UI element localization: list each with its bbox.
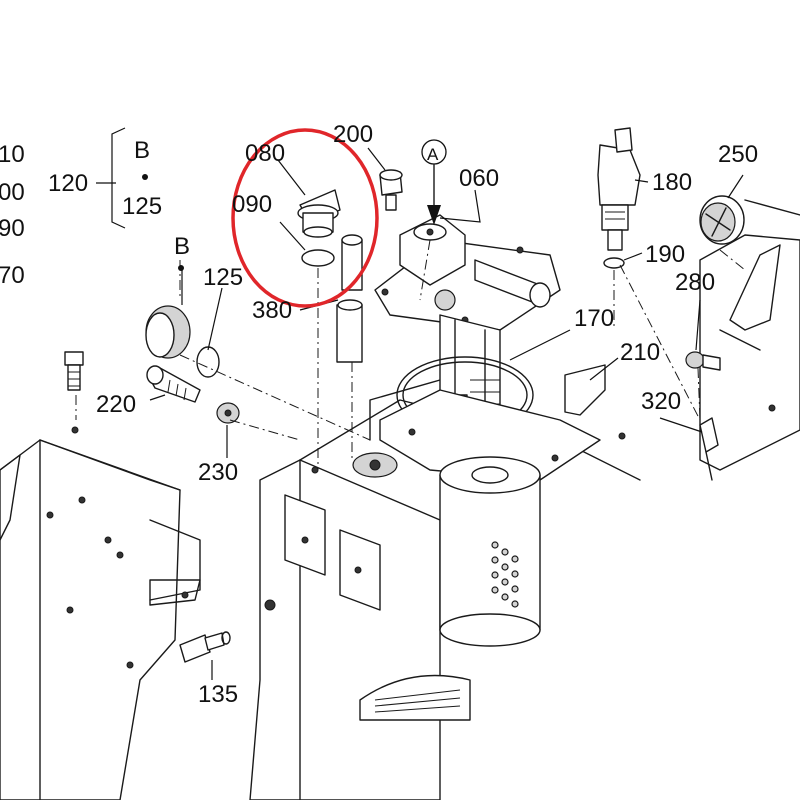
filter-element — [439, 456, 541, 647]
plug-B-dot — [178, 265, 184, 271]
o-ring-125 — [196, 346, 220, 378]
callout-090-left: 90 — [0, 215, 25, 242]
bolt-200 — [379, 169, 403, 211]
bracket-210 — [564, 364, 606, 416]
callout-060: 060 — [459, 165, 499, 192]
highlight-circle — [231, 128, 379, 308]
bracket-dot — [142, 174, 148, 180]
callout-B-bracket: B — [134, 137, 150, 164]
callout-280: 280 — [675, 269, 715, 296]
callout-220: 220 — [96, 391, 136, 418]
callout-000: 00 — [0, 179, 25, 206]
callout-120: 120 — [48, 170, 88, 197]
tank-base-plate — [352, 389, 626, 481]
callout-010: 10 — [0, 141, 25, 168]
callout-135: 135 — [198, 681, 238, 708]
cap-080 — [297, 189, 341, 238]
callout-B-part: B — [174, 233, 190, 260]
tank-flange-060 — [374, 214, 561, 331]
bottom-cylinder — [359, 674, 471, 721]
callout-200: 200 — [333, 121, 373, 148]
callout-210: 210 — [620, 339, 660, 366]
callout-070: 70 — [0, 262, 25, 289]
left-frame-panel — [0, 426, 201, 800]
callout-180: 180 — [652, 169, 692, 196]
filter-perforations — [491, 541, 519, 608]
callout-labels: 10 00 90 70 120 B 125 B 125 080 090 200 … — [0, 121, 758, 708]
spacer-pipe-380 — [336, 234, 363, 363]
arrow-A — [421, 139, 447, 225]
callout-170: 170 — [574, 305, 614, 332]
right-frame — [699, 199, 800, 471]
callout-090: 090 — [232, 191, 272, 218]
o-ring-090 — [301, 249, 335, 267]
callout-125-bracket: 125 — [122, 193, 162, 220]
sensor-180 — [597, 127, 641, 251]
bolt-220 — [146, 365, 201, 403]
cap-250 — [699, 195, 745, 245]
callout-250: 250 — [718, 141, 758, 168]
callout-190: 190 — [645, 241, 685, 268]
callout-080: 080 — [245, 140, 285, 167]
bolt-280 — [685, 351, 721, 371]
nut-230 — [216, 402, 240, 424]
plug-B — [145, 305, 191, 359]
callout-125: 125 — [203, 264, 243, 291]
callout-230: 230 — [198, 459, 238, 486]
callout-320: 320 — [641, 388, 681, 415]
callout-A: A — [427, 145, 439, 164]
o-ring-190 — [603, 257, 625, 269]
bolt-left — [64, 351, 84, 391]
fitting-135 — [179, 631, 231, 663]
clip-320 — [699, 417, 719, 481]
callout-380: 380 — [252, 297, 292, 324]
